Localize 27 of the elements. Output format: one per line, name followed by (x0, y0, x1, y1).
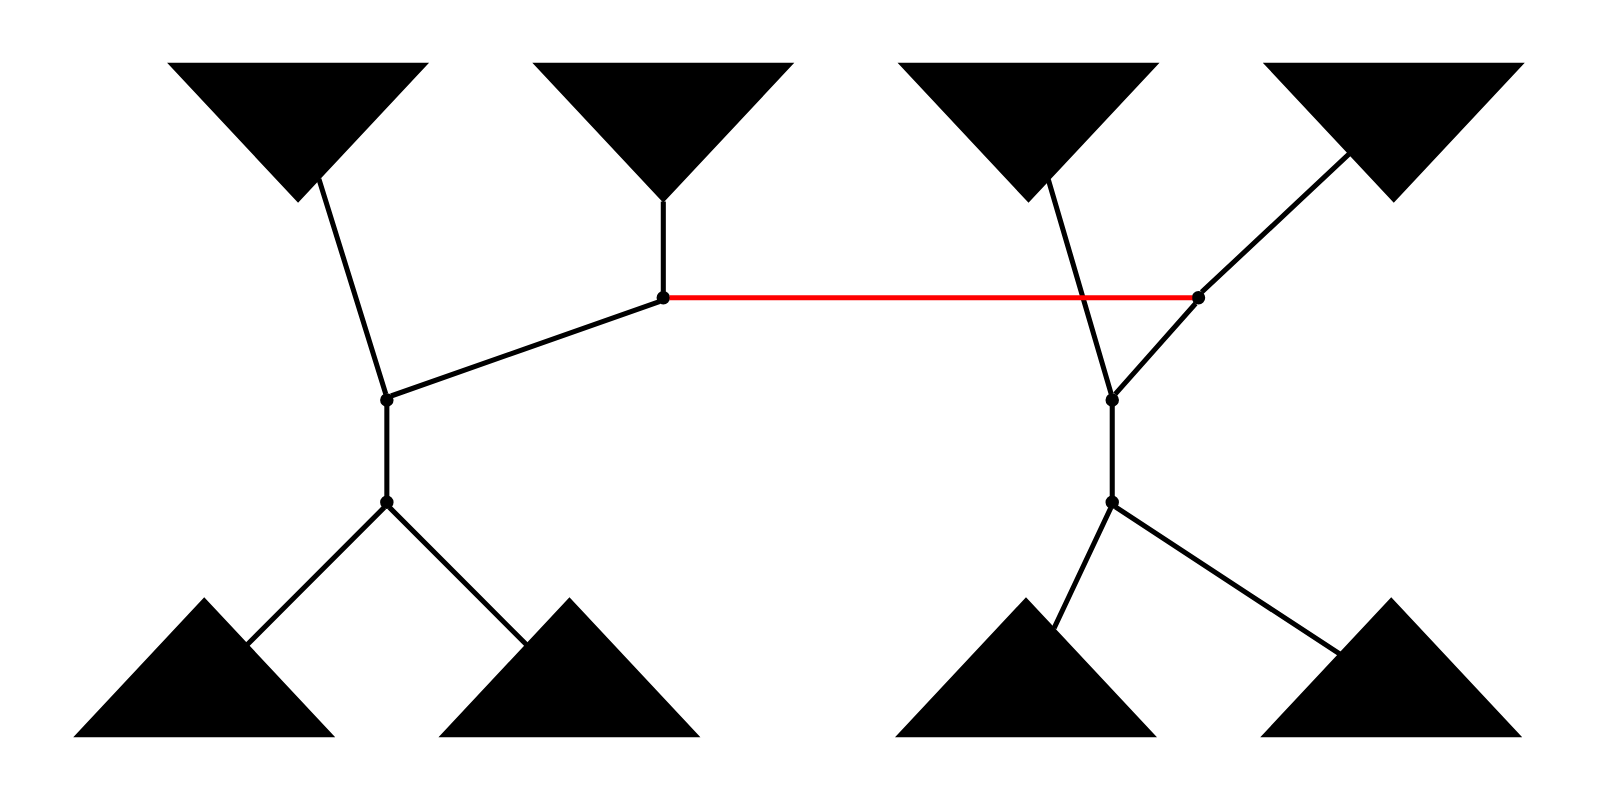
connector (245, 505, 387, 647)
node-point (380, 495, 394, 509)
node-point (1105, 495, 1119, 509)
node-point (656, 291, 671, 305)
node-point (380, 393, 394, 407)
connector (390, 299, 661, 399)
connector (1114, 504, 1342, 657)
node-triangle (1260, 597, 1523, 738)
connector (384, 405, 390, 497)
node-triangle (895, 597, 1157, 738)
node-point (1105, 393, 1119, 407)
connector (669, 295, 1193, 301)
connector (1109, 405, 1115, 497)
connector (1051, 506, 1114, 630)
connector (1045, 179, 1114, 395)
node-triangle (897, 62, 1160, 203)
node-triangle (438, 597, 701, 738)
node-triangle (1262, 62, 1525, 203)
node-point (1191, 291, 1206, 305)
connector (1199, 151, 1352, 295)
connector (660, 201, 666, 292)
node-triangle (532, 62, 795, 203)
connector (1113, 301, 1198, 396)
connector (387, 505, 529, 647)
node-triangle (73, 597, 336, 738)
connector (316, 178, 389, 395)
node-triangle (167, 62, 430, 203)
